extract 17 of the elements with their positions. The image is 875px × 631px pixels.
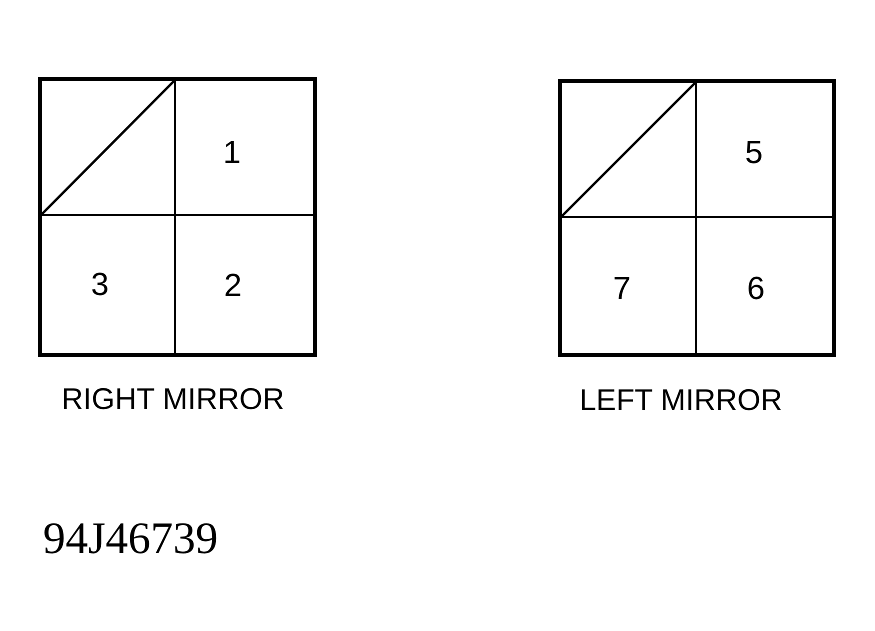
cell-number: 1 — [223, 136, 241, 168]
mirror-caption: RIGHT MIRROR — [62, 385, 284, 415]
mirror-grid — [38, 77, 317, 357]
grid-cell — [560, 216, 697, 355]
grid-cell — [174, 79, 315, 216]
cell-number: 2 — [224, 269, 242, 301]
grid-cell — [695, 216, 834, 355]
grid-cell — [174, 214, 315, 355]
mirror-grid — [558, 79, 836, 357]
figure-number: 94J46739 — [43, 516, 218, 561]
cell-number: 3 — [91, 268, 109, 300]
cell-number: 7 — [613, 272, 631, 304]
cell-number: 6 — [747, 272, 765, 304]
cell-number: 5 — [745, 136, 763, 168]
grid-cell — [40, 214, 176, 355]
grid-cell — [695, 81, 834, 218]
mirror-caption: LEFT MIRROR — [580, 386, 782, 416]
